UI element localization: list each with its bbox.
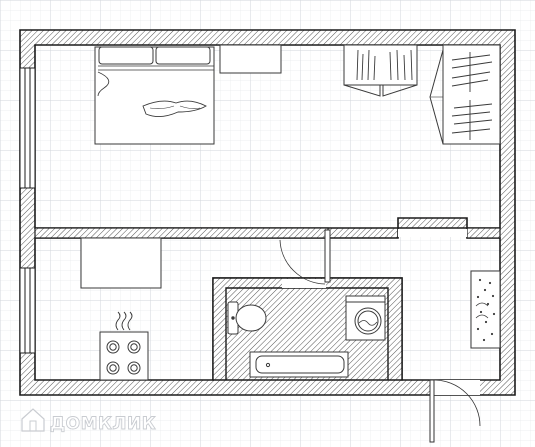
entrance-door	[429, 379, 481, 443]
tv-stand	[219, 44, 282, 74]
hall-opening	[398, 229, 467, 237]
bathtub	[249, 351, 349, 378]
corner-wardrobe	[429, 44, 501, 145]
domclick-logo: ДОМКЛИК	[21, 408, 156, 434]
partition-wall	[34, 227, 329, 239]
double-bed	[94, 46, 215, 145]
window-kitchen	[19, 267, 36, 354]
house-icon	[21, 408, 45, 432]
kitchen-table	[80, 237, 162, 289]
washing-machine	[345, 295, 386, 341]
toilet	[227, 301, 267, 335]
stove	[99, 311, 149, 381]
bedroom-door	[279, 229, 331, 285]
window-bedroom	[19, 67, 36, 189]
hall-shelf	[470, 270, 501, 349]
wardrobe	[343, 44, 418, 97]
partition-wall-stub	[466, 227, 501, 239]
bathroom-walls	[212, 277, 403, 381]
entrance-opening	[430, 380, 480, 395]
bathroom-door-gap	[282, 279, 326, 288]
watermark-text: ДОМКЛИК	[50, 414, 156, 434]
